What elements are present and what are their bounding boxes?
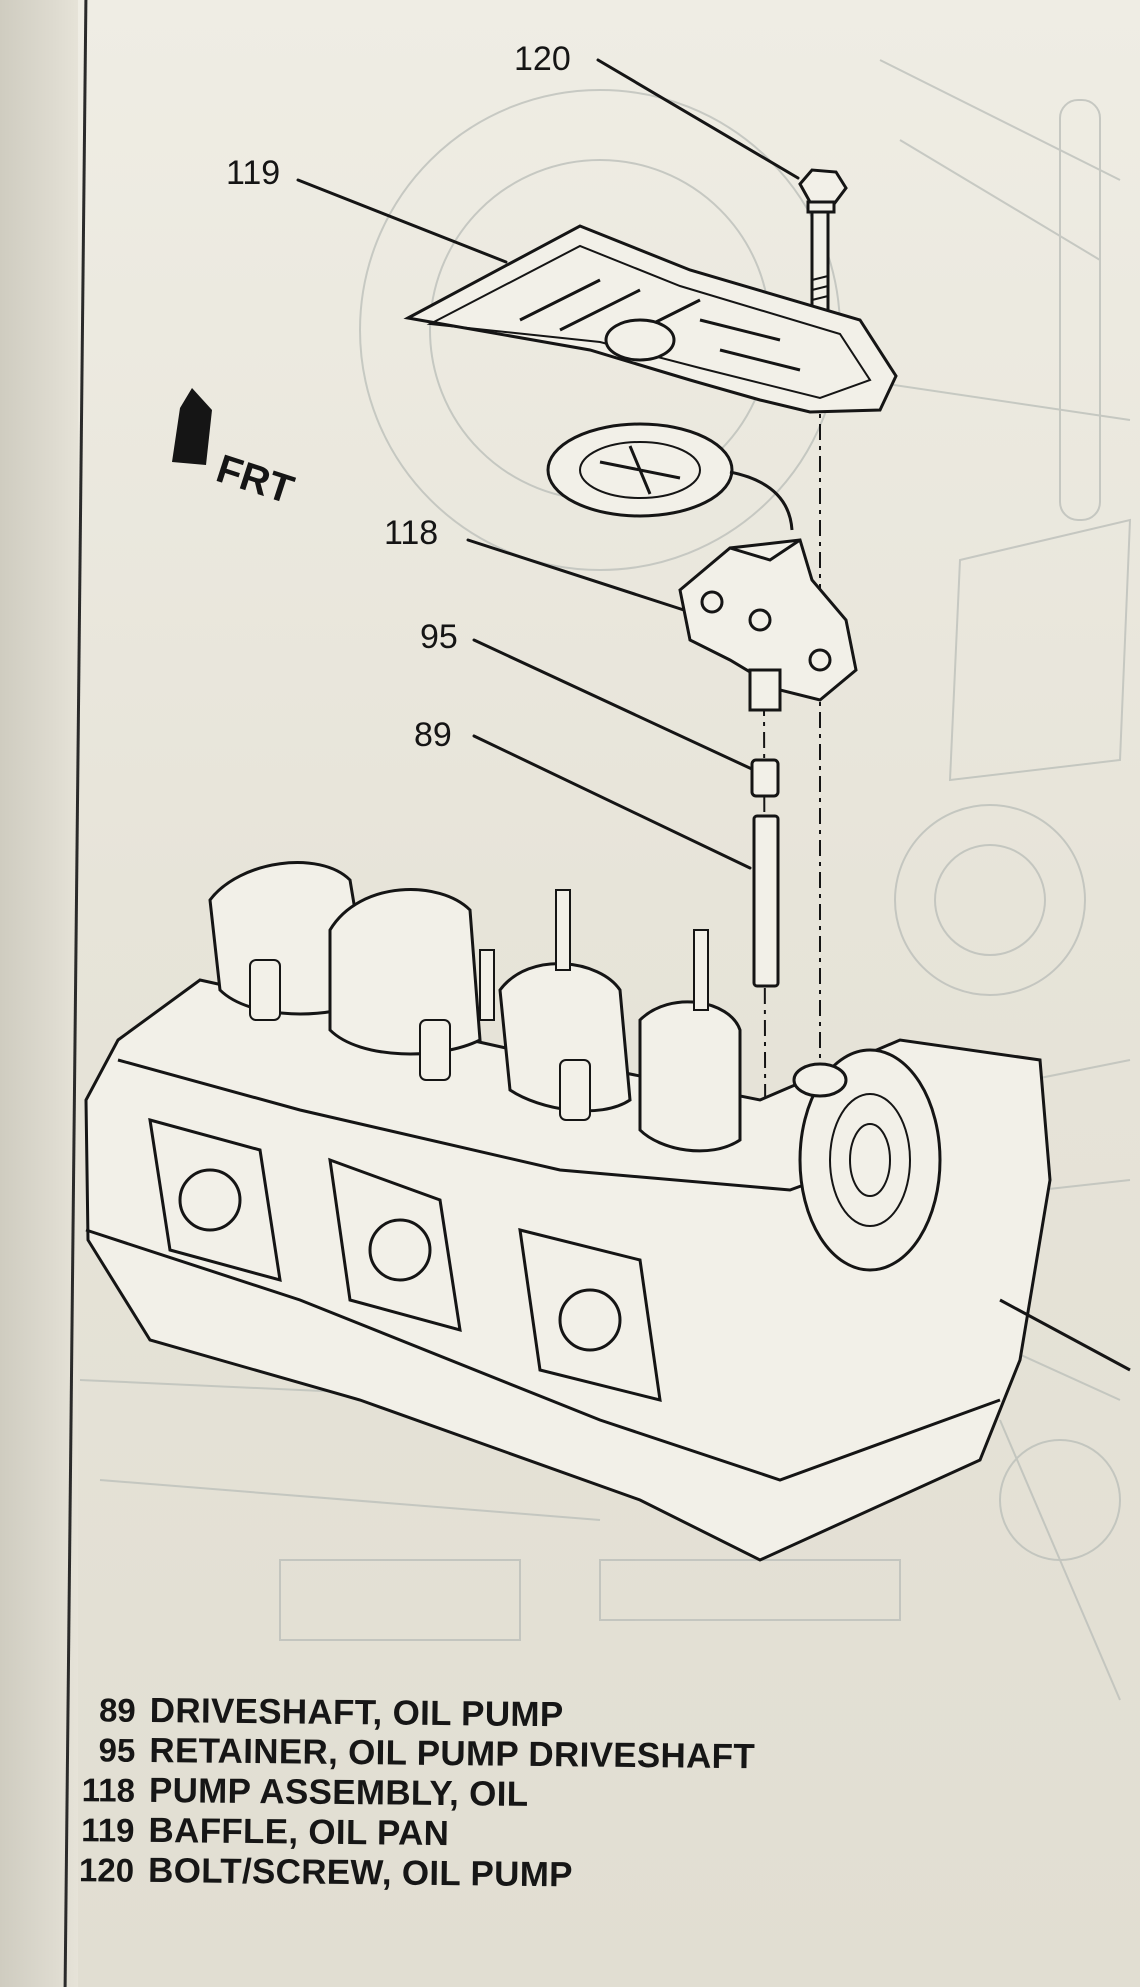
oil-pan-baffle: [403, 224, 898, 414]
callout-120: 120: [514, 40, 571, 78]
legend-description: RETAINER, OIL PUMP DRIVESHAFT: [149, 1730, 756, 1777]
callout-leaders: [296, 58, 800, 870]
callout-119: 119: [226, 154, 280, 192]
legend-description: BAFFLE, OIL PAN: [148, 1810, 450, 1854]
frt-label: FRT: [211, 447, 299, 513]
legend-number: 119: [81, 1811, 135, 1849]
callout-118: 118: [384, 514, 438, 552]
engine-block: [84, 861, 1131, 1562]
legend-description: PUMP ASSEMBLY, OIL: [148, 1770, 529, 1814]
oil-pump-assembly: [678, 538, 858, 712]
page-binding: [0, 0, 78, 1987]
legend-description: DRIVESHAFT, OIL PUMP: [149, 1690, 564, 1735]
callout-89: 89: [414, 716, 452, 754]
legend-number: 120: [78, 1851, 135, 1889]
driveshaft-retainer: [750, 758, 780, 798]
front-direction-arrow: FRT: [172, 388, 299, 513]
legend-number: 118: [81, 1771, 136, 1809]
legend-number: 95: [98, 1731, 136, 1769]
oil-pump-screen: [546, 422, 794, 531]
legend-number: 89: [98, 1691, 136, 1729]
legend-description: BOLT/SCREW, OIL PUMP: [147, 1850, 574, 1895]
parts-legend: 89 DRIVESHAFT, OIL PUMP 95 RETAINER, OIL…: [58, 1690, 1060, 1900]
oil-pump-driveshaft: [752, 814, 780, 988]
callout-numbers: 120 119 118 95 89: [226, 40, 571, 754]
callout-95: 95: [420, 618, 458, 656]
oil-pump-bolt: [798, 168, 848, 314]
